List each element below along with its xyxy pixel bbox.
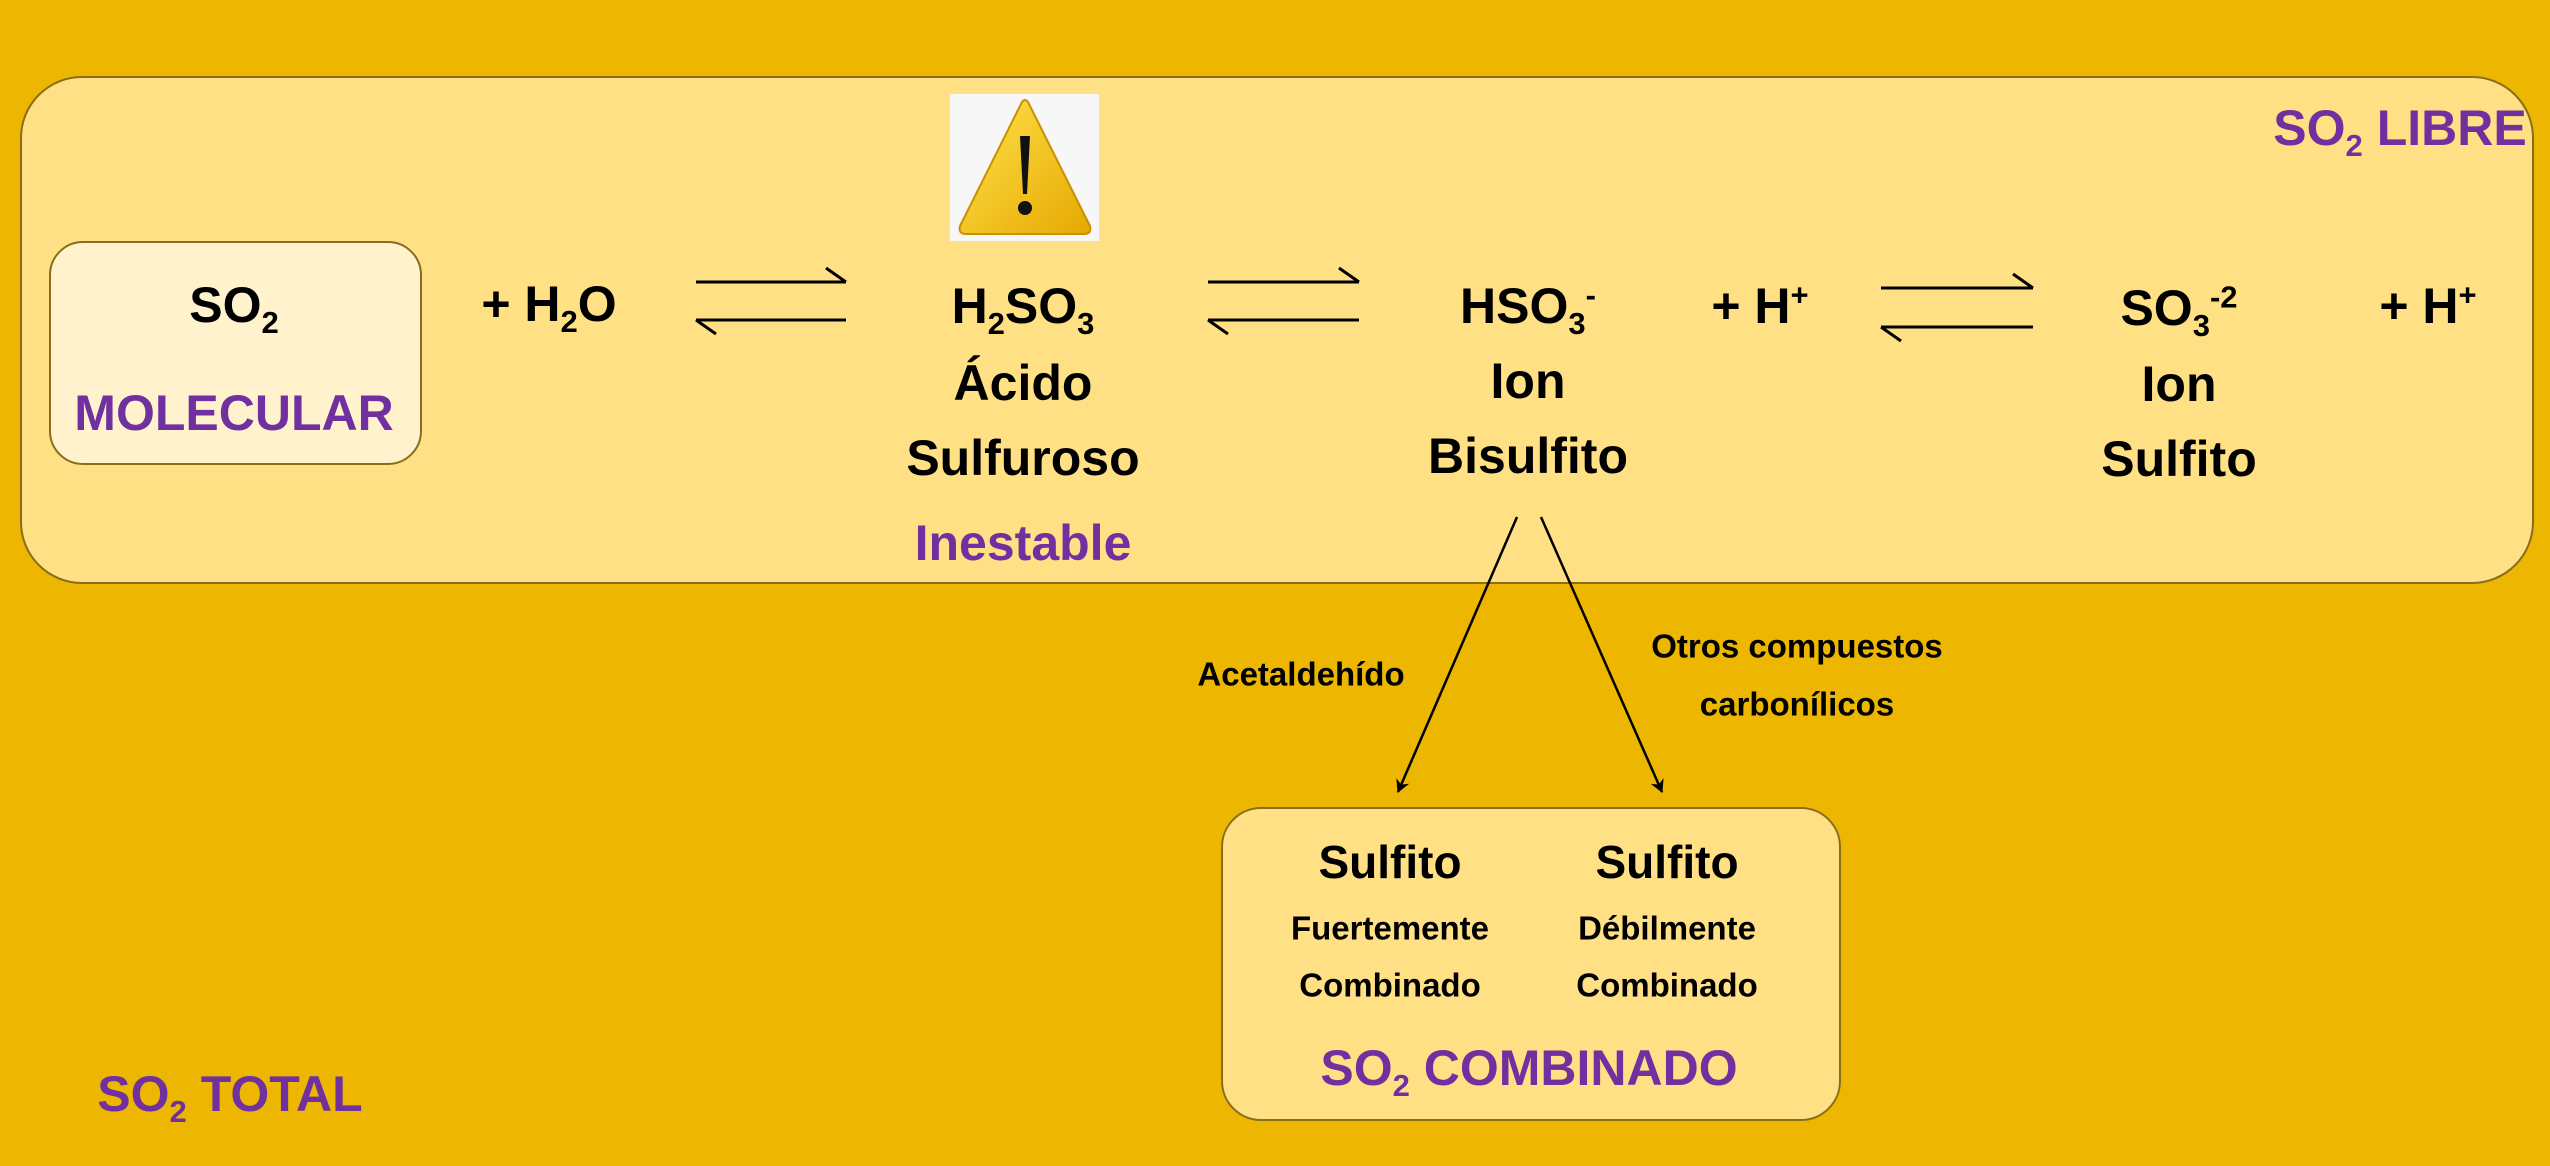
- hso3-formula: HSO3-: [1460, 277, 1596, 341]
- arrow-to-weak: [1539, 516, 1664, 793]
- ion-label-2: Ion: [2141, 356, 2217, 412]
- arrow-to-strong: [1396, 516, 1519, 793]
- so2-combinado-label: SO2 COMBINADO: [1320, 1040, 1738, 1103]
- bisulfito-label: Bisulfito: [1428, 428, 1628, 484]
- so2-libre-panel: [20, 76, 2534, 584]
- otros-compuestos-label: Otros compuestos: [1651, 627, 1943, 665]
- plus-h-2: + H+: [2379, 277, 2477, 334]
- combinado-weak-label: Combinado: [1576, 966, 1758, 1004]
- debilmente-label: Débilmente: [1578, 909, 1756, 947]
- carbonilicos-label: carbonílicos: [1699, 685, 1895, 723]
- plus-h-1: + H+: [1711, 277, 1809, 334]
- equilibrium-arrow-1: [695, 266, 847, 336]
- h2so3-formula: H2SO3: [951, 278, 1095, 341]
- equilibrium-arrow-2: [1207, 266, 1360, 336]
- molecular-label: MOLECULAR: [74, 385, 394, 441]
- so3-formula: SO3-2: [2120, 279, 2238, 343]
- warning-triangle-icon: [950, 94, 1099, 241]
- sulfito-strong-title: Sulfito: [1318, 836, 1462, 888]
- ion-label-1: Ion: [1490, 353, 1566, 409]
- sulfuroso-label: Sulfuroso: [906, 430, 1140, 486]
- fuertemente-label: Fuertemente: [1290, 909, 1490, 947]
- plus-h2o: + H2O: [481, 276, 617, 339]
- combinado-panel: [1221, 807, 1841, 1121]
- sulfito-weak-title: Sulfito: [1595, 836, 1739, 888]
- molecular-panel: [49, 241, 422, 465]
- so2-formula: SO2: [189, 277, 279, 340]
- so2-libre-label: SO2 LIBRE: [2273, 100, 2527, 163]
- combinado-strong-label: Combinado: [1299, 966, 1481, 1004]
- acido-label: Ácido: [953, 355, 1093, 411]
- so2-total-label: SO2 TOTAL: [97, 1066, 363, 1129]
- acetaldehido-label: Acetaldehído: [1197, 655, 1405, 693]
- equilibrium-arrow-3: [1880, 272, 2034, 343]
- sulfito-label: Sulfito: [2101, 431, 2257, 487]
- inestable-label: Inestable: [914, 515, 1132, 571]
